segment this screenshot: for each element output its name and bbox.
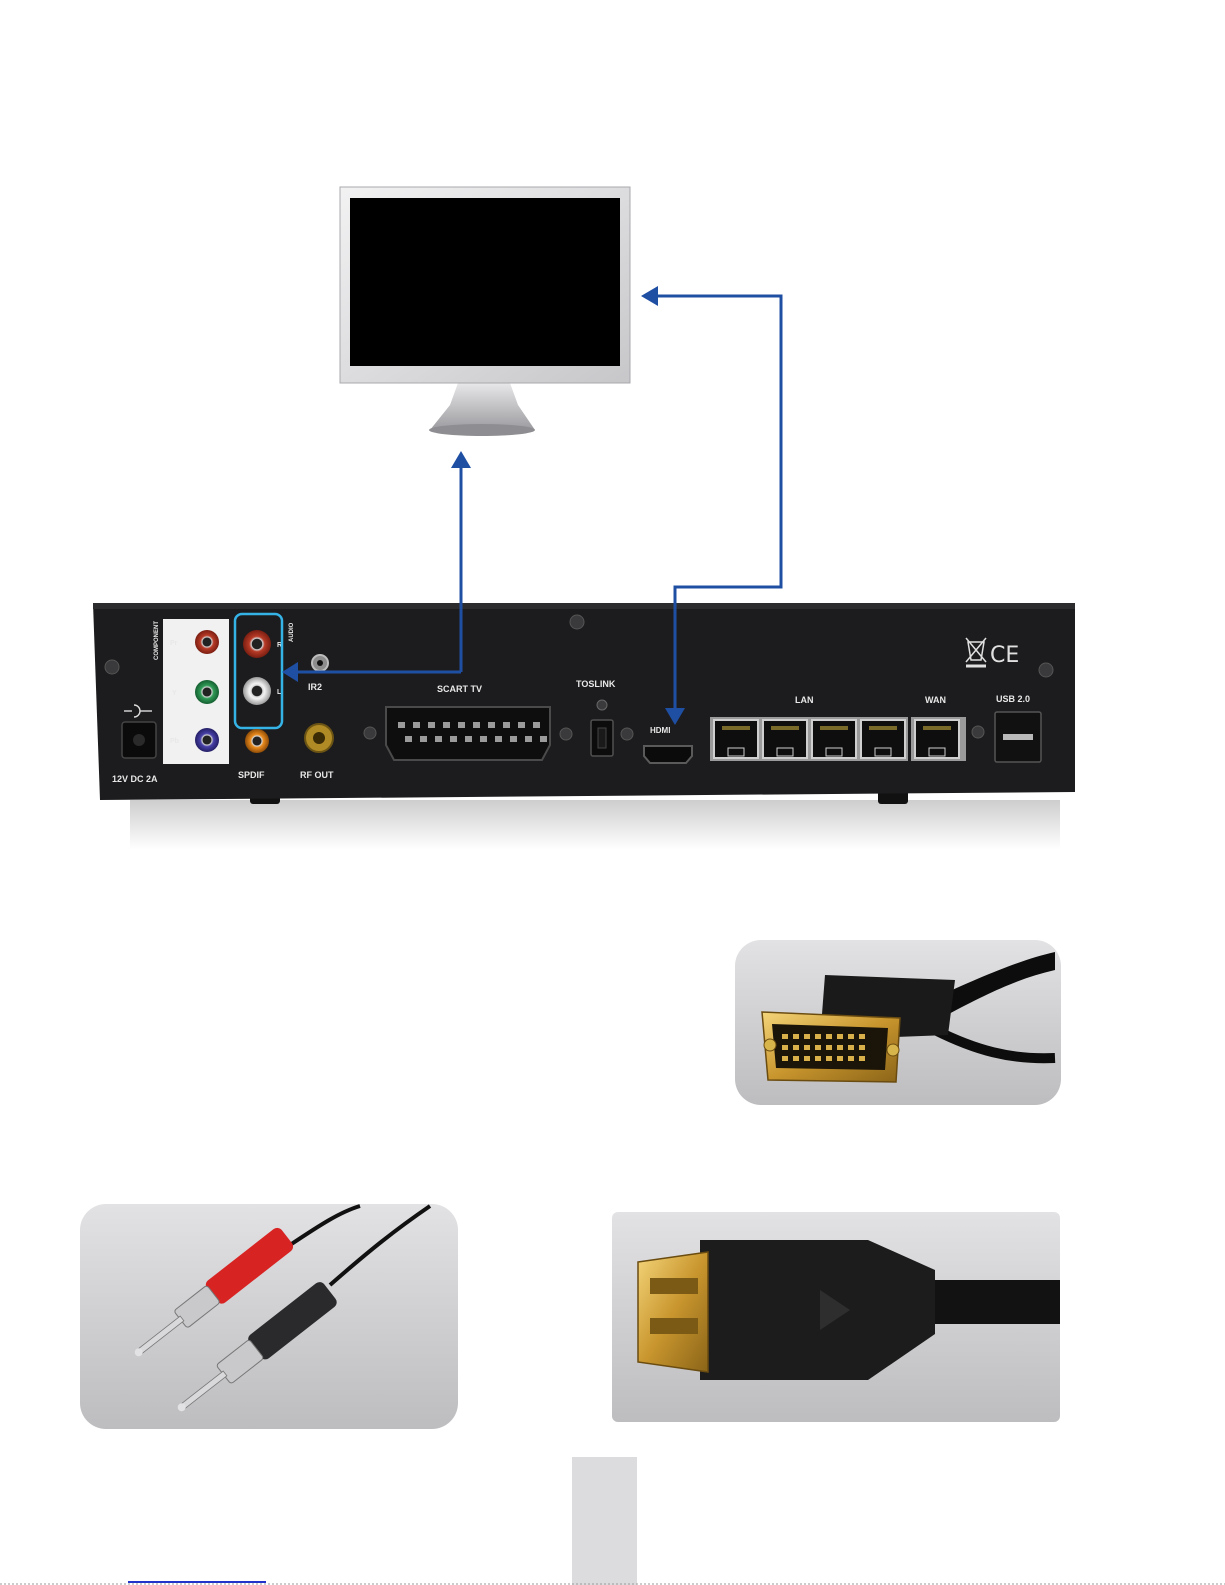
monitor-icon [340, 187, 630, 436]
dvi-cable-card [735, 940, 1061, 1105]
spdif-jack [245, 729, 269, 753]
label-usb: USB 2.0 [996, 694, 1030, 704]
component-label: COMPONENT [154, 621, 160, 660]
screw [972, 726, 984, 738]
rca-cable-card [80, 1204, 458, 1429]
lan-port [714, 720, 758, 758]
screw [570, 615, 584, 629]
screw [1039, 663, 1053, 677]
screw [560, 728, 572, 740]
label-spdif: SPDIF [238, 770, 265, 780]
audio-vertical-label: AUDIO [289, 622, 295, 642]
hdmi-cable-card [612, 1212, 1060, 1422]
component-pr-jack [195, 630, 219, 654]
page-number-tab [572, 1457, 637, 1585]
component-y-jack [195, 680, 219, 704]
audio-l-jack [243, 677, 271, 705]
audio-r-jack [243, 630, 271, 658]
label-lan: LAN [795, 695, 814, 705]
label-power: 12V DC 2A [112, 774, 158, 784]
ce-mark-icon: CE [990, 643, 1019, 668]
screw [364, 727, 376, 739]
label-toslink: TOSLINK [576, 679, 616, 689]
lan-port [763, 720, 807, 758]
label-pr: Pr [170, 640, 178, 647]
wan-port [915, 720, 959, 758]
set-top-box: COMPONENT Pr Y Pb 12V DC 2A AUDIO R L SP… [93, 603, 1075, 850]
hdmi-port [644, 746, 692, 763]
label-y: Y [172, 690, 177, 697]
label-rf-out: RF OUT [300, 770, 334, 780]
label-pb: Pb [170, 738, 179, 745]
screw [621, 728, 633, 740]
lan-port [812, 720, 856, 758]
ethernet-ports [714, 720, 959, 758]
label-scart: SCART TV [437, 684, 482, 694]
component-pb-jack [195, 728, 219, 752]
label-ir2: IR2 [308, 682, 322, 692]
scart-connector [386, 707, 550, 760]
lan-port [861, 720, 905, 758]
screw [105, 660, 119, 674]
label-wan: WAN [925, 695, 946, 705]
label-hdmi: HDMI [650, 726, 670, 735]
